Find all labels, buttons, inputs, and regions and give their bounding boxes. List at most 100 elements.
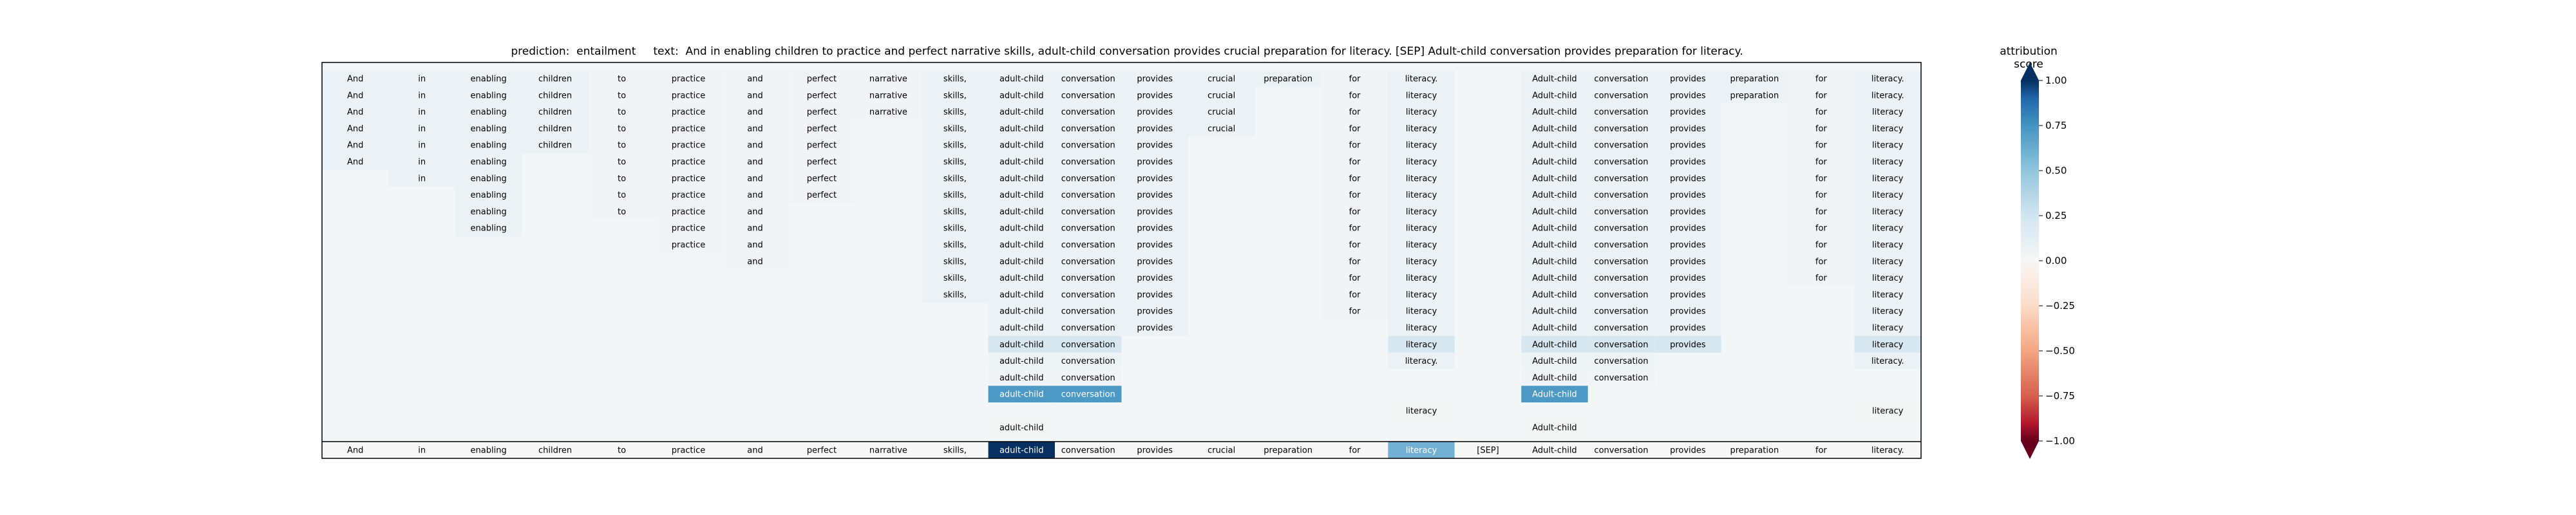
heatmap-cell-fill (655, 120, 722, 137)
heatmap-cell-label: conversation (1594, 241, 1648, 250)
heatmap-cell-label: literacy (1406, 191, 1437, 200)
heatmap-cell: conversation (1055, 252, 1122, 270)
summary-cell-fill (1188, 442, 1255, 458)
heatmap-cell-fill (522, 70, 589, 87)
summary-cell-fill (1321, 442, 1388, 458)
heatmap-cell-fill (988, 203, 1056, 220)
heatmap-cell-fill (388, 136, 455, 154)
heatmap-cell: Adult-child (1521, 386, 1588, 403)
heatmap-cell-fill (455, 153, 522, 170)
heatmap-cell: literacy (1388, 136, 1455, 154)
heatmap-cell-fill (1654, 286, 1721, 303)
heatmap-cell: perfect (788, 86, 855, 104)
heatmap-cell-fill (1121, 319, 1188, 336)
heatmap-cell-label: conversation (1594, 174, 1648, 183)
heatmap-cell: preparation (1255, 70, 1321, 87)
colorbar-title: attribution score (2000, 45, 2058, 71)
heatmap-cell-label: skills, (943, 124, 967, 134)
heatmap-cell-label: provides (1137, 241, 1173, 250)
heatmap-cell-label: conversation (1594, 108, 1648, 117)
heatmap-cell-label: children (538, 124, 572, 134)
heatmap-cell-fill (721, 103, 789, 120)
colorbar-tick-label: −0.25 (2045, 300, 2075, 312)
heatmap-cell: provides (1121, 86, 1188, 104)
heatmap-cell-fill (988, 169, 1056, 187)
colorbar-max-extend (2021, 62, 2039, 80)
heatmap-cell-label: children (538, 75, 572, 84)
heatmap-cell: conversation (1055, 303, 1122, 320)
heatmap-cell: adult-child (988, 418, 1056, 436)
heatmap-cell: literacy (1854, 120, 1921, 137)
heatmap-cell-fill (1521, 335, 1588, 353)
heatmap-cell-fill (322, 86, 389, 104)
heatmap-cell-fill (788, 186, 855, 203)
heatmap-cell: for (1321, 286, 1388, 303)
heatmap-cell: and (721, 169, 789, 187)
heatmap-cell-fill (455, 203, 522, 220)
heatmap-cell: literacy (1388, 203, 1455, 220)
heatmap-cell: practice (655, 203, 722, 220)
heatmap-cell-label: Adult-child (1532, 207, 1577, 217)
heatmap-cell-fill (322, 120, 389, 137)
summary-cell-label: and (747, 446, 762, 456)
heatmap-cell-fill (1587, 335, 1655, 353)
heatmap-cell-fill (922, 286, 989, 303)
heatmap-cell: provides (1654, 136, 1721, 154)
heatmap-cell-fill (322, 70, 389, 87)
heatmap-cell-fill (1055, 153, 1122, 170)
summary-cell-fill (455, 442, 522, 458)
heatmap-cell-label: for (1349, 108, 1361, 117)
heatmap-cell-label: for (1815, 158, 1828, 167)
heatmap-cell-label: to (618, 191, 626, 200)
heatmap-cell-label: Adult-child (1532, 124, 1577, 134)
heatmap-cell-label: adult-child (999, 357, 1044, 366)
heatmap-cell: provides (1121, 136, 1188, 154)
heatmap-cell: conversation (1055, 286, 1122, 303)
heatmap-cell: practice (655, 186, 722, 203)
heatmap-cell-label: provides (1670, 324, 1706, 333)
heatmap-cell: conversation (1587, 186, 1655, 203)
heatmap-cell-label: for (1815, 241, 1828, 250)
heatmap-cell: conversation (1587, 136, 1655, 154)
heatmap-cell-label: and (747, 257, 762, 267)
heatmap-cell-fill (1854, 352, 1921, 370)
heatmap-cell: literacy (1388, 169, 1455, 187)
heatmap-cell-fill (721, 186, 789, 203)
heatmap-cell-label: provides (1137, 174, 1173, 183)
heatmap-cell-label: to (618, 124, 626, 134)
heatmap-cell-label: literacy (1872, 124, 1904, 134)
heatmap-cell: children (522, 136, 589, 154)
heatmap-cell-label: practice (672, 158, 706, 167)
heatmap-cell-fill (1321, 303, 1388, 320)
heatmap-cell: enabling (455, 169, 522, 187)
heatmap-cell-fill (1788, 220, 1855, 237)
heatmap-cell-fill (1255, 70, 1321, 87)
heatmap-cell-label: conversation (1594, 91, 1648, 100)
heatmap-cell-fill (588, 70, 656, 87)
heatmap-cell-label: literacy (1872, 307, 1904, 317)
heatmap-cell-label: provides (1137, 108, 1173, 117)
heatmap-cell-label: for (1349, 75, 1361, 84)
heatmap-cell-fill (988, 386, 1056, 403)
heatmap-cell-label: provides (1137, 224, 1173, 234)
heatmap-cell-fill (922, 220, 989, 237)
heatmap-cell-fill (1587, 286, 1655, 303)
heatmap-cell-label: for (1815, 75, 1828, 84)
heatmap-cell: in (388, 103, 455, 120)
heatmap-cell-fill (988, 418, 1056, 436)
heatmap-cell: provides (1654, 252, 1721, 270)
heatmap-cell: Adult-child (1521, 136, 1588, 154)
heatmap-cell: literacy (1388, 220, 1455, 237)
heatmap-cell: conversation (1587, 169, 1655, 187)
heatmap-cell-label: literacy (1872, 340, 1904, 350)
heatmap-cell-label: provides (1670, 174, 1706, 183)
heatmap-cell-fill (1055, 319, 1122, 336)
heatmap-cell-fill (1388, 286, 1455, 303)
summary-cell: And (322, 442, 389, 458)
heatmap-cell-label: skills, (943, 158, 967, 167)
heatmap-cell-fill (1388, 103, 1455, 120)
heatmap-cell-fill (988, 252, 1056, 270)
heatmap-cell-label: for (1815, 224, 1828, 234)
heatmap-cell: provides (1121, 252, 1188, 270)
heatmap-cell-fill (322, 136, 389, 154)
